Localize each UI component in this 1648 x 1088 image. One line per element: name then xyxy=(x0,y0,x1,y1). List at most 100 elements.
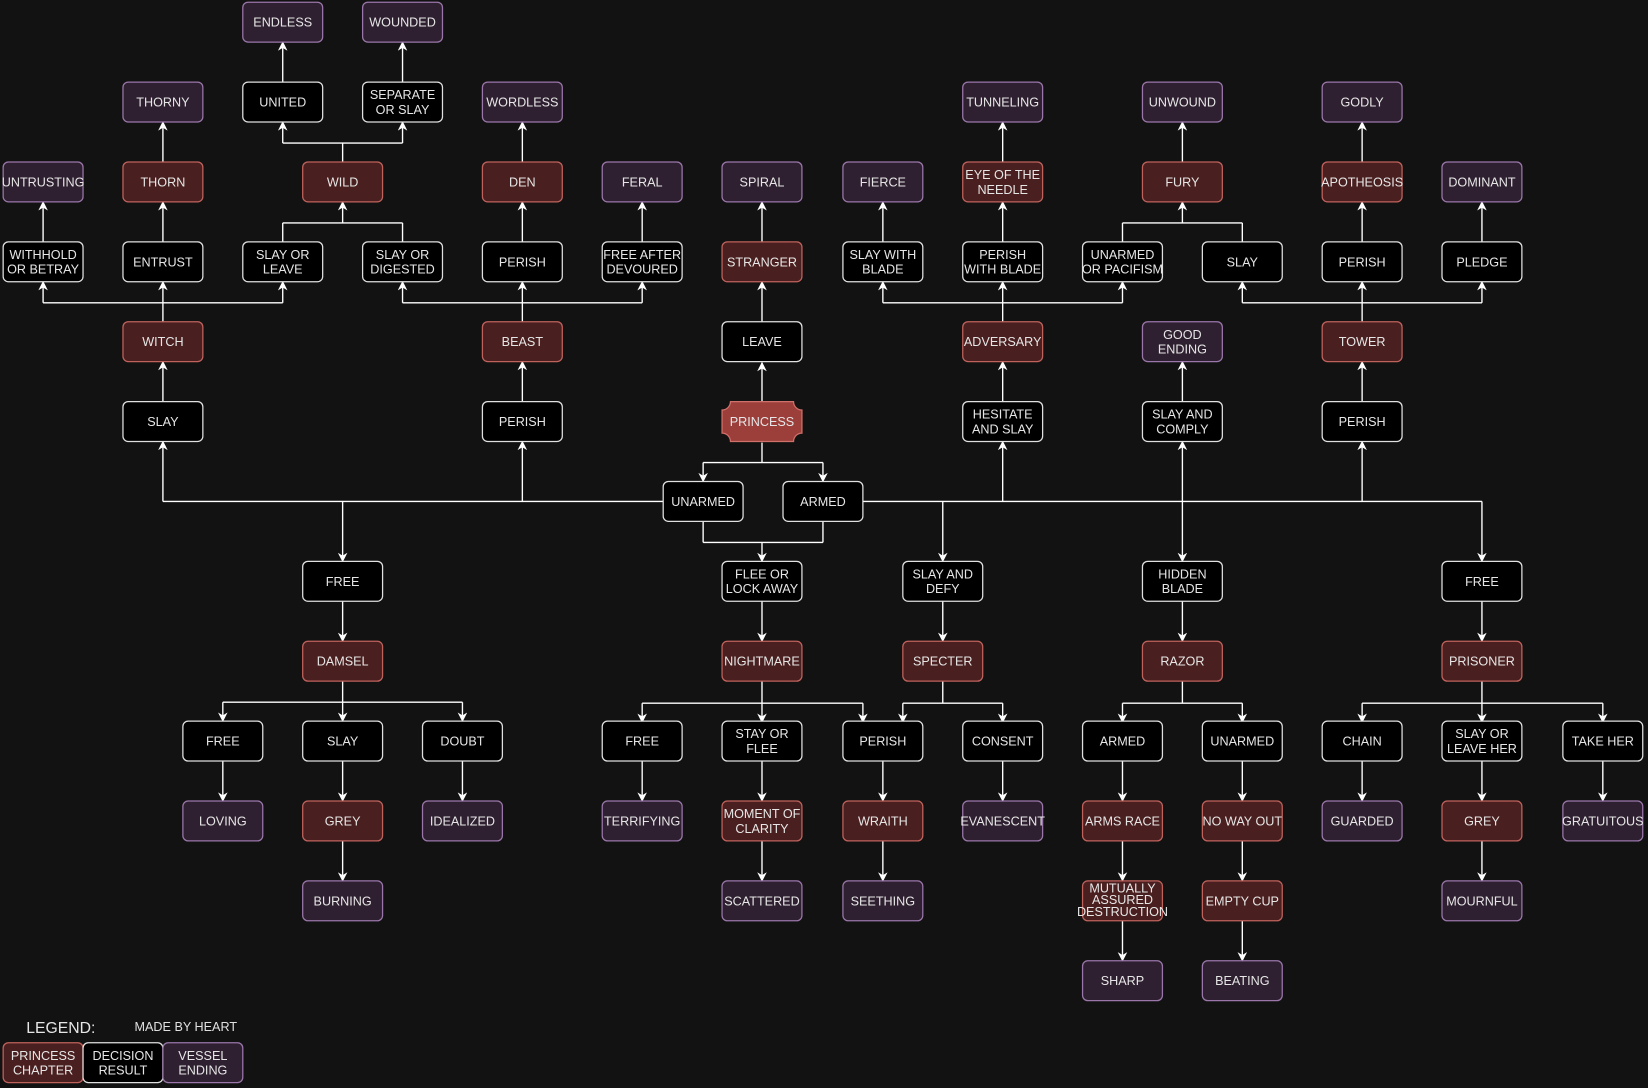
node-shape xyxy=(1441,640,1523,682)
node-adversary: ADVERSARY xyxy=(962,321,1044,363)
node-label: FREE xyxy=(625,735,659,749)
node-label: FREE xyxy=(1465,575,1499,589)
node-label: TERRIFYING xyxy=(604,814,680,828)
node-shape xyxy=(721,640,803,682)
node-shape xyxy=(902,560,984,602)
node-feral: FERAL xyxy=(601,161,683,203)
node-wounded: WOUNDED xyxy=(361,1,444,43)
node-label: DAMSEL xyxy=(317,655,369,669)
node-label: STAY OR xyxy=(735,727,788,741)
node-shape xyxy=(2,161,84,203)
node-slay-witch: SLAY xyxy=(122,400,204,443)
node-shape xyxy=(842,800,924,842)
node-shape xyxy=(1081,720,1164,762)
node-shape xyxy=(962,720,1044,762)
node-label: UNARMED xyxy=(1210,735,1274,749)
node-label: DEFY xyxy=(926,582,960,596)
node-label: LOVING xyxy=(199,814,247,828)
node-prisoner: PRISONER xyxy=(1441,640,1523,682)
node-shape xyxy=(1441,560,1523,602)
node-shape xyxy=(1141,400,1223,443)
node-label: TAKE HER xyxy=(1572,735,1634,749)
node-shape xyxy=(1141,560,1223,602)
node-empty-cup: EMPTY CUP xyxy=(1201,880,1283,922)
node-label: DOUBT xyxy=(440,735,484,749)
node-label: AND SLAY xyxy=(972,422,1034,436)
node-label: CONSENT xyxy=(972,735,1034,749)
node-label: BLADE xyxy=(862,263,903,277)
node-armed: ARMED xyxy=(782,480,864,523)
node-shape xyxy=(962,241,1044,283)
node-label: IDEALIZED xyxy=(430,814,495,828)
node-shape xyxy=(721,400,803,443)
node-shape xyxy=(1321,241,1403,283)
node-label: MOMENT OF xyxy=(724,807,801,821)
node-gratuitous: GRATUITOUS xyxy=(1562,800,1644,842)
node-label: SLAY OR xyxy=(256,248,310,262)
node-label: WORDLESS xyxy=(486,96,558,110)
node-unwound: UNWOUND xyxy=(1141,81,1223,123)
node-label: DEVOURED xyxy=(606,263,677,277)
node-label: SLAY AND xyxy=(913,567,974,581)
node-burning: BURNING xyxy=(302,880,384,922)
node-label: FURY xyxy=(1165,175,1200,189)
node-label: DESTRUCTION xyxy=(1077,905,1168,919)
node-label: MUTUALLY xyxy=(1089,882,1156,896)
node-shape xyxy=(1081,880,1164,922)
node-sharp: SHARP xyxy=(1081,960,1164,1002)
node-label: ENDLESS xyxy=(253,16,312,30)
node-label: GODLY xyxy=(1341,96,1385,110)
node-label: PERISH xyxy=(499,415,546,429)
node-leave: LEAVE xyxy=(721,321,803,363)
node-shape xyxy=(182,720,264,762)
node-label: FLEE xyxy=(746,742,778,756)
node-label: ARMS RACE xyxy=(1085,814,1160,828)
node-shape xyxy=(122,321,204,363)
node-label: GREY xyxy=(1464,814,1500,828)
node-label: GUARDED xyxy=(1331,814,1394,828)
node-shape xyxy=(1562,720,1644,762)
node-label: BURNING xyxy=(314,894,372,908)
node-label: LEAVE xyxy=(263,263,303,277)
node-label: SPIRAL xyxy=(740,175,785,189)
node-label: LOCK AWAY xyxy=(726,582,799,596)
node-shape xyxy=(361,241,444,283)
node-fury: FURY xyxy=(1141,161,1223,203)
node-label: ASSURED xyxy=(1092,893,1153,907)
node-perish-beast: PERISH xyxy=(481,400,563,443)
node-n-free: FREE xyxy=(601,720,683,762)
node-shape xyxy=(2,241,84,283)
node-terrifying: TERRIFYING xyxy=(601,800,683,842)
node-shape xyxy=(1321,400,1403,443)
node-label: PERISH xyxy=(979,248,1026,262)
node-label: OR SLAY xyxy=(376,103,430,117)
node-label: PRINCESS xyxy=(11,1049,75,1063)
node-shape xyxy=(962,81,1044,123)
node-label: SCATTERED xyxy=(724,894,799,908)
node-label: GOOD xyxy=(1163,328,1202,342)
node-shape xyxy=(662,480,744,523)
node-shape xyxy=(302,640,384,682)
node-arms-race: ARMS RACE xyxy=(1081,800,1164,842)
node-thorn: THORN xyxy=(122,161,204,203)
node-p-take: TAKE HER xyxy=(1562,720,1644,762)
node-shape xyxy=(1321,161,1403,203)
node-princess: PRINCESS xyxy=(721,400,803,443)
node-label: BEATING xyxy=(1215,974,1269,988)
node-shape xyxy=(962,321,1044,363)
node-spiral: SPIRAL xyxy=(721,161,803,203)
node-shape xyxy=(842,880,924,922)
node-shape xyxy=(601,720,683,762)
node-label: SLAY xyxy=(147,415,179,429)
